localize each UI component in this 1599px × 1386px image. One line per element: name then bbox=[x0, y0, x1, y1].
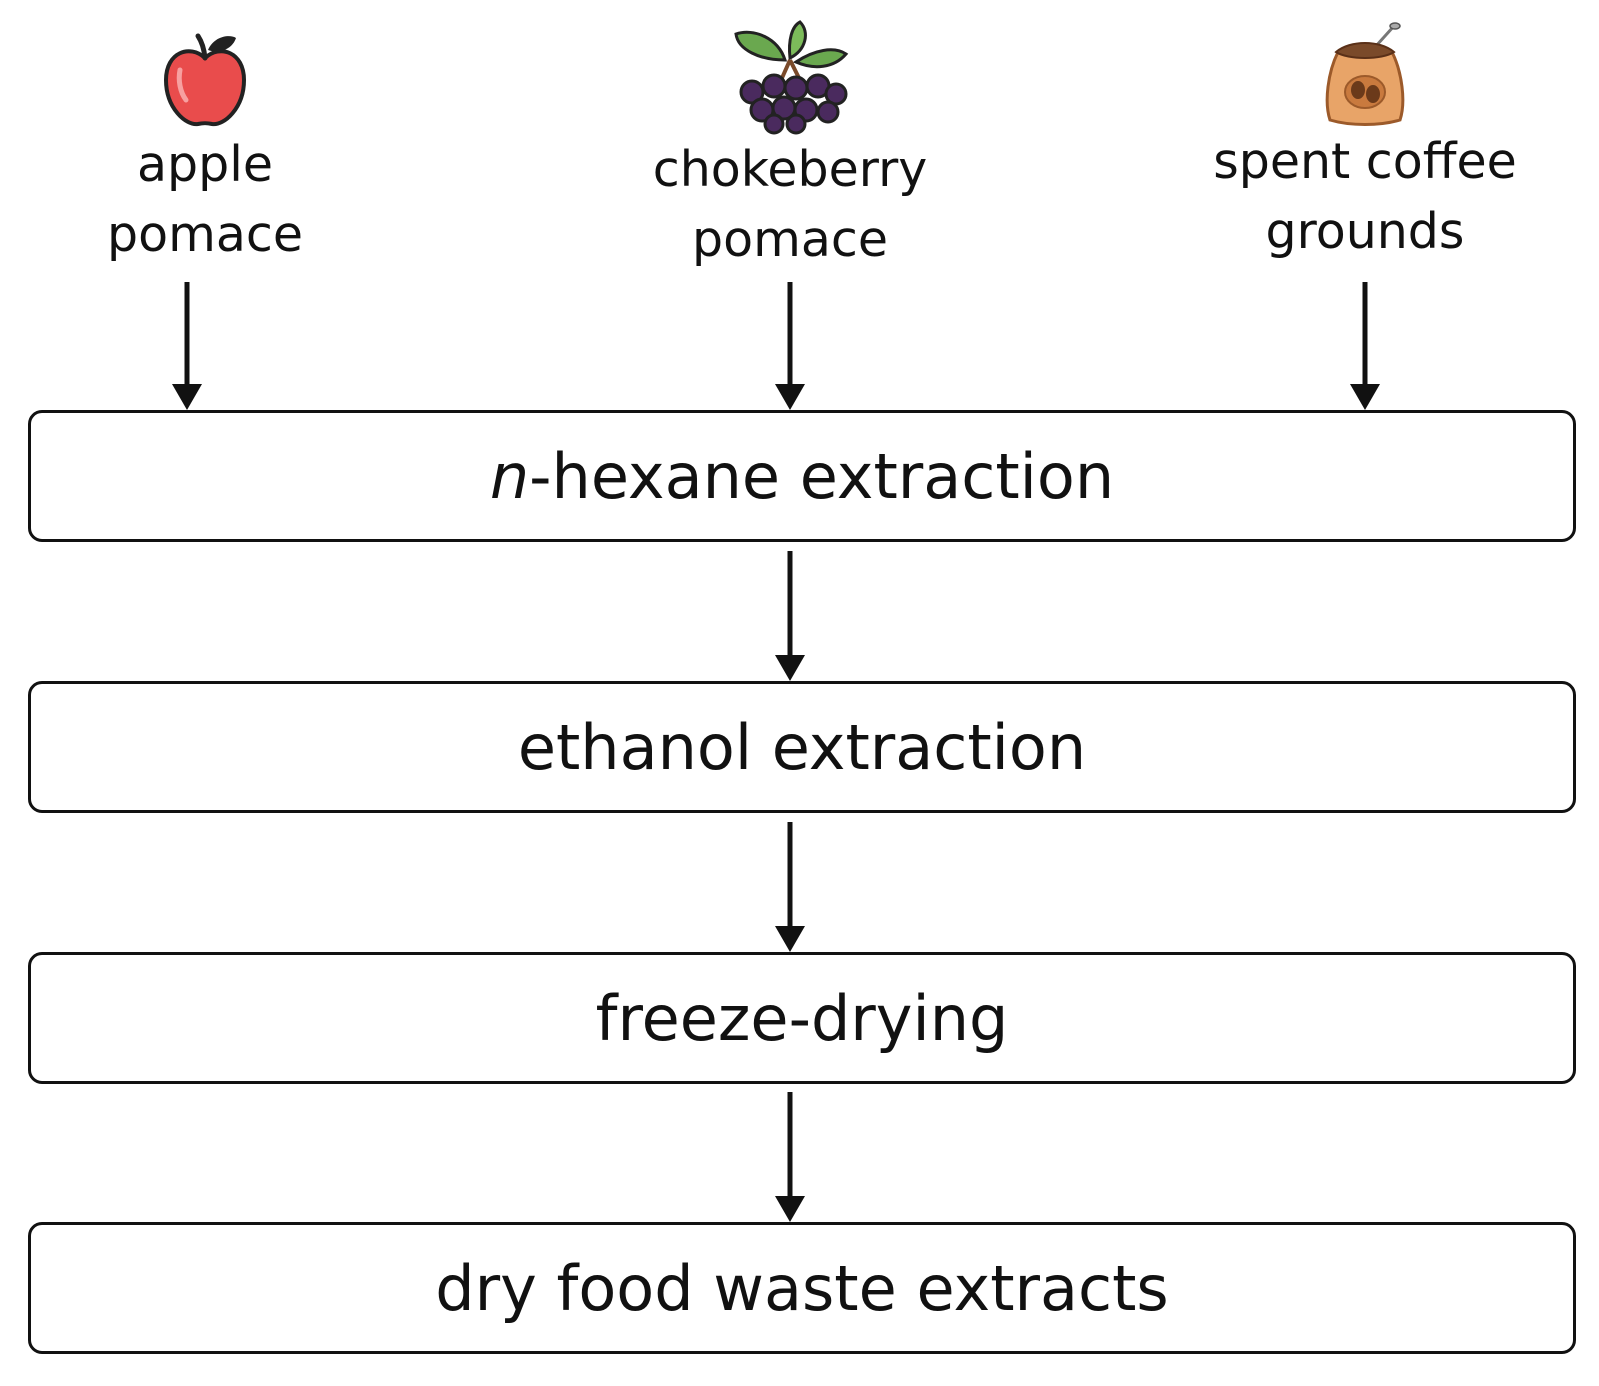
arrowhead-chokeberry bbox=[775, 384, 805, 410]
coffee-sack-icon bbox=[1325, 22, 1405, 126]
source-label-line1: apple bbox=[137, 136, 273, 193]
arrowhead-coffee bbox=[1350, 384, 1380, 410]
arrowhead-final bbox=[775, 1196, 805, 1222]
step-hexane-extraction: n-hexane extraction bbox=[28, 410, 1576, 542]
source-label-line1: spent coffee bbox=[1213, 133, 1517, 190]
step-ethanol-extraction: ethanol extraction bbox=[28, 681, 1576, 813]
source-label-line2: grounds bbox=[1265, 203, 1465, 260]
arrowhead-apple bbox=[172, 384, 202, 410]
step-ethanol-label: ethanol extraction bbox=[517, 710, 1087, 784]
source-apple-pomace: apple pomace bbox=[60, 30, 350, 270]
apple-icon bbox=[163, 33, 247, 127]
source-chokeberry-pomace: chokeberry pomace bbox=[610, 20, 970, 275]
step-hexane-label: n-hexane extraction bbox=[490, 440, 1114, 513]
source-label-line2: pomace bbox=[692, 211, 888, 268]
source-spent-coffee-grounds: spent coffee grounds bbox=[1190, 22, 1540, 267]
step-final-label: dry food waste extracts bbox=[435, 1251, 1169, 1325]
arrowhead-freeze bbox=[775, 926, 805, 952]
step-hexane-rest: -hexane extraction bbox=[529, 439, 1115, 513]
step-dry-food-waste-extracts: dry food waste extracts bbox=[28, 1222, 1576, 1354]
source-label-line1: chokeberry bbox=[652, 141, 928, 198]
step-freeze-label: freeze-drying bbox=[595, 981, 1009, 1055]
arrowhead-ethanol bbox=[775, 655, 805, 681]
step-hexane-prefix: n bbox=[489, 439, 530, 513]
source-label-line2: pomace bbox=[107, 206, 303, 263]
step-freeze-drying: freeze-drying bbox=[28, 952, 1576, 1084]
chokeberry-icon bbox=[734, 20, 849, 135]
